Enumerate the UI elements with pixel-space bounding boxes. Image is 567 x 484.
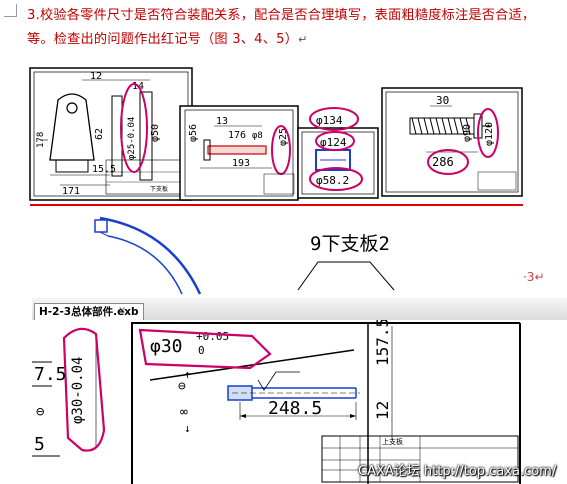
fig4-red-ellipse-right bbox=[477, 108, 499, 158]
red-divider-line bbox=[30, 204, 523, 206]
fig3-red-ellipse-bottom bbox=[309, 167, 363, 191]
cad-dim-phi30: φ30 bbox=[150, 336, 183, 357]
fig1-red-ellipse bbox=[120, 83, 148, 173]
instruction-paragraph: 3.校验各零件尺寸是否符合装配关系，配合是否合理填写，表面粗糙度标注是否合适， … bbox=[27, 4, 563, 52]
cad-marker-circle-small: ⊖ bbox=[36, 404, 45, 420]
figure-4: 30 φ90 φ120 286 bbox=[381, 87, 523, 197]
cad-marker-infinity: ∞ bbox=[180, 405, 188, 420]
cad-shaft-head bbox=[227, 385, 253, 401]
cad-dim-vertical: φ30-0.04 bbox=[70, 357, 86, 424]
cad-dim-length: 248.5 bbox=[268, 398, 322, 419]
cad-document-tab[interactable]: H-2-3总体部件.exb bbox=[34, 303, 144, 320]
fig4-dim-286: 286 bbox=[432, 155, 454, 169]
fig1-title-block-text: 下支板 bbox=[150, 185, 168, 193]
cad-red-outline-top bbox=[138, 328, 272, 370]
cad-dim-right-top: 157.5 bbox=[373, 320, 392, 366]
sketch-trapezoid bbox=[297, 261, 395, 291]
fig3-dim-124: φ124 bbox=[320, 136, 347, 149]
page-number: ·3↵ bbox=[523, 270, 545, 284]
cad-marker-arrow-down: ↓ bbox=[184, 422, 191, 435]
fig4-red-ellipse-bottom bbox=[427, 149, 469, 175]
return-mark: ↵ bbox=[298, 33, 308, 46]
fig3-red-ellipse-mid bbox=[315, 131, 355, 151]
fig1-dim-15.5: 15.5 bbox=[92, 164, 116, 175]
fig2-dim-13: 13 bbox=[216, 116, 228, 127]
paragraph-line-2: 等。检查出的问题作出红记号（图 3、4、5） bbox=[27, 32, 299, 47]
fig3-red-ellipse-top bbox=[309, 107, 359, 131]
fig1-dim-171: 171 bbox=[62, 186, 80, 197]
cad-red-outline-left bbox=[62, 327, 106, 452]
fig2-dim-176: 176 bbox=[228, 130, 246, 141]
cad-dim-left-bottom: 5 bbox=[34, 434, 45, 455]
fig2-dim-193: 193 bbox=[232, 158, 250, 169]
cad-dim-left: 7.5 bbox=[34, 364, 67, 385]
cad-marker-circle-left: ⊖ bbox=[178, 379, 186, 394]
cad-dim-right-bottom: 12 bbox=[373, 401, 392, 420]
cad-canvas[interactable]: 248.5 ⊖ ∞ ↑ ↓ φ30 +0.05 0 φ30-0.04 7.5 5… bbox=[0, 320, 567, 484]
cad-dim-lower-tol: 0 bbox=[198, 344, 205, 357]
figure-2: φ56 13 176 φ8 193 φ25 bbox=[179, 105, 299, 201]
document-corner-mark bbox=[4, 4, 17, 17]
fig4-dim-90: φ90 bbox=[462, 124, 473, 142]
sketch-arc bbox=[94, 216, 202, 295]
fig3-dim-134: φ134 bbox=[316, 114, 343, 127]
fig2-dim-8: φ8 bbox=[252, 131, 263, 141]
drawing-figures: 12 14 62 178 15.5 171 φ25-0.04 φ50 下支板 φ… bbox=[29, 67, 523, 295]
fig2-dim-25: φ25 bbox=[278, 128, 289, 146]
cad-marker-arrow-up: ↑ bbox=[184, 368, 191, 381]
paragraph-line-1: 3.校验各零件尺寸是否符合装配关系，配合是否合理填写，表面粗糙度标注是否合适， bbox=[27, 8, 536, 23]
fig1-dim-50: φ50 bbox=[150, 124, 161, 142]
cad-dim-upper-tol: +0.05 bbox=[196, 330, 229, 343]
fig4-dim-30: 30 bbox=[436, 94, 449, 107]
cad-title-block-name: 上支板 bbox=[382, 437, 403, 446]
fig1-dim-62: 62 bbox=[94, 128, 105, 140]
figure-1: 12 14 62 178 15.5 171 φ25-0.04 φ50 下支板 bbox=[29, 67, 193, 201]
fig4-dim-120: φ120 bbox=[484, 122, 495, 146]
fig1-dim-178: 178 bbox=[36, 132, 46, 148]
sketch-label: 9下支板2 bbox=[310, 233, 390, 255]
fig3-dim-58.2: φ58.2 bbox=[316, 174, 349, 187]
figure-3: φ134 φ124 φ58.2 bbox=[297, 107, 379, 199]
forum-watermark: CAXA论坛 http://top.caxa.com/ bbox=[358, 464, 557, 479]
fig1-dim-12: 12 bbox=[90, 71, 102, 82]
tab-close-icon[interactable]: × bbox=[118, 305, 127, 316]
fig1-dim-tolerance: φ25-0.04 bbox=[127, 117, 137, 160]
fig2-dim-56: φ56 bbox=[188, 124, 199, 142]
